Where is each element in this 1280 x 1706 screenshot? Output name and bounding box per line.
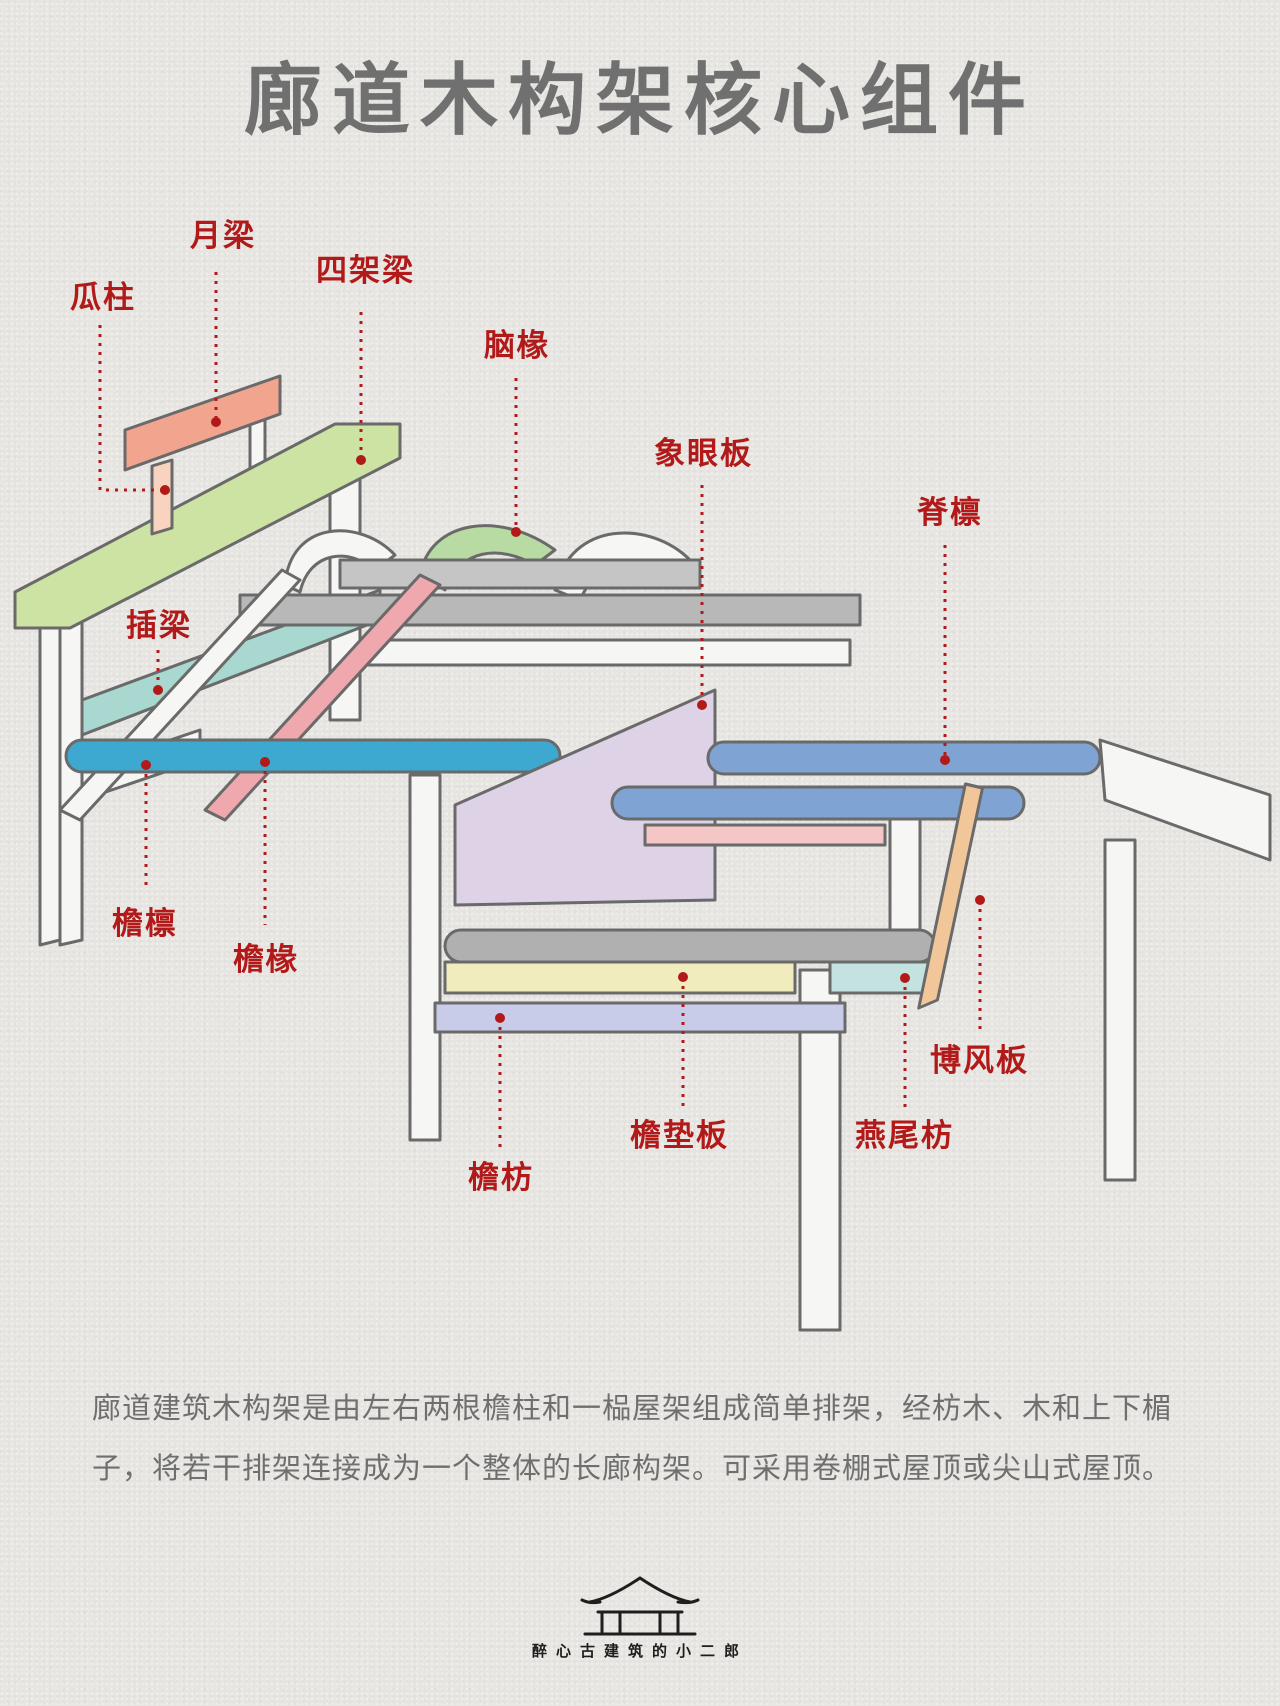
label-jilin: 脊檩: [917, 495, 983, 531]
yanfang-dot: [495, 1013, 505, 1023]
label-yanlin: 檐檩: [112, 906, 178, 942]
naochuan-dot: [511, 527, 521, 537]
yanweifang-dot: [900, 973, 910, 983]
yueliang-dot: [211, 417, 221, 427]
purlin-top-2: [338, 558, 702, 590]
yandianban-dot: [678, 972, 688, 982]
pink-lintel: [643, 823, 887, 847]
arch-1: [283, 529, 397, 594]
guazhu-leader: [98, 325, 165, 492]
yanfang-beam: [433, 1001, 847, 1034]
xiangyanban-panel: [453, 688, 717, 907]
timber-frame-diagram: [13, 272, 1272, 1332]
yanweifang-beam: [828, 960, 937, 995]
label-yueliang: 月梁: [190, 218, 256, 254]
chaliang-dot: [153, 685, 163, 695]
sijialiang-beam: [13, 422, 402, 630]
label-bofengban: 博风板: [930, 1043, 1029, 1079]
label-yanfang: 檐枋: [468, 1160, 534, 1196]
left-post-back: [38, 588, 62, 947]
right-post-back: [1103, 838, 1137, 1182]
sijialiang-dot: [356, 455, 366, 465]
purlin-top-1: [238, 593, 862, 627]
right-post-front-left: [408, 773, 442, 1142]
yanlin-dot: [141, 760, 151, 770]
guazhu-dot: [160, 485, 170, 495]
brand-name: 醉心古建筑的小二郎: [531, 1642, 748, 1660]
pavilion-logo-icon: [580, 1576, 700, 1636]
yanlin-purlin: [64, 738, 562, 774]
yanchuan-dot: [260, 757, 270, 767]
label-sijialiang: 四架梁: [316, 253, 415, 289]
crossbeam-mid: [358, 638, 852, 667]
yandianban-board: [443, 960, 797, 995]
bofengban-board: [917, 782, 985, 1010]
label-yanweifang: 燕尾枋: [855, 1118, 954, 1154]
right-eave-purlin: [443, 928, 937, 964]
label-yanchuan: 檐椽: [233, 942, 299, 978]
label-guazhu: 瓜柱: [70, 280, 136, 316]
jilin-dot: [940, 755, 950, 765]
page-title: 廊道木构架核心组件: [243, 55, 1036, 146]
jilin-purlin-2: [610, 785, 1026, 821]
label-yandianban: 檐垫板: [630, 1118, 729, 1154]
xiangyanban-dot: [697, 700, 707, 710]
label-xiangyanban: 象眼板: [654, 436, 753, 472]
label-naochuan: 脑椽: [484, 328, 550, 364]
roof-board: [1098, 738, 1272, 862]
jilin-purlin: [706, 740, 1102, 776]
description-text: 廊道建筑木构架是由左右两根檐柱和一榀屋架组成简单排架，经枋木、木和上下楣子，将若…: [92, 1391, 1173, 1485]
bofengban-dot: [975, 895, 985, 905]
guazhu-post: [150, 458, 174, 536]
label-chaliang: 插梁: [126, 608, 192, 644]
right-post-front-right: [798, 968, 842, 1332]
yueliang-beam: [123, 374, 282, 472]
